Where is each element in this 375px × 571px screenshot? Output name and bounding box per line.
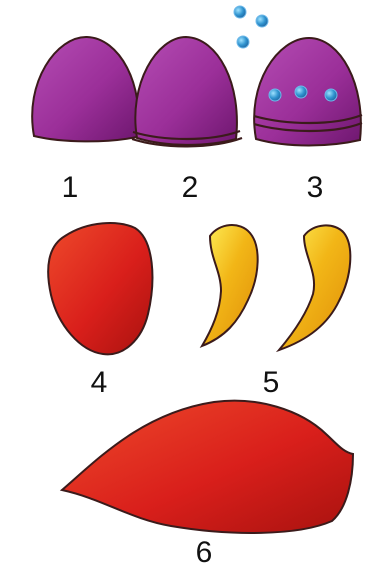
figure-4-red-blob [48,223,152,354]
attached-dot [295,86,307,98]
label-5: 5 [263,366,280,399]
label-4: 4 [91,366,108,399]
figure-2-dome-with-rim [132,37,242,146]
figure-1-dome [32,37,138,141]
figure-5-yellow-pieces [202,225,350,350]
attached-dot [269,89,281,101]
loose-blue-dots [234,6,268,48]
loose-dot [234,6,246,18]
attached-dot [325,89,337,101]
loose-dot [237,36,249,48]
figure-3-dome-with-dots [254,38,362,146]
label-6: 6 [196,536,213,569]
loose-dot [256,15,268,27]
label-2: 2 [182,171,199,204]
figure-6-red-leaf [62,401,353,533]
label-3: 3 [307,171,324,204]
label-1: 1 [62,171,79,204]
